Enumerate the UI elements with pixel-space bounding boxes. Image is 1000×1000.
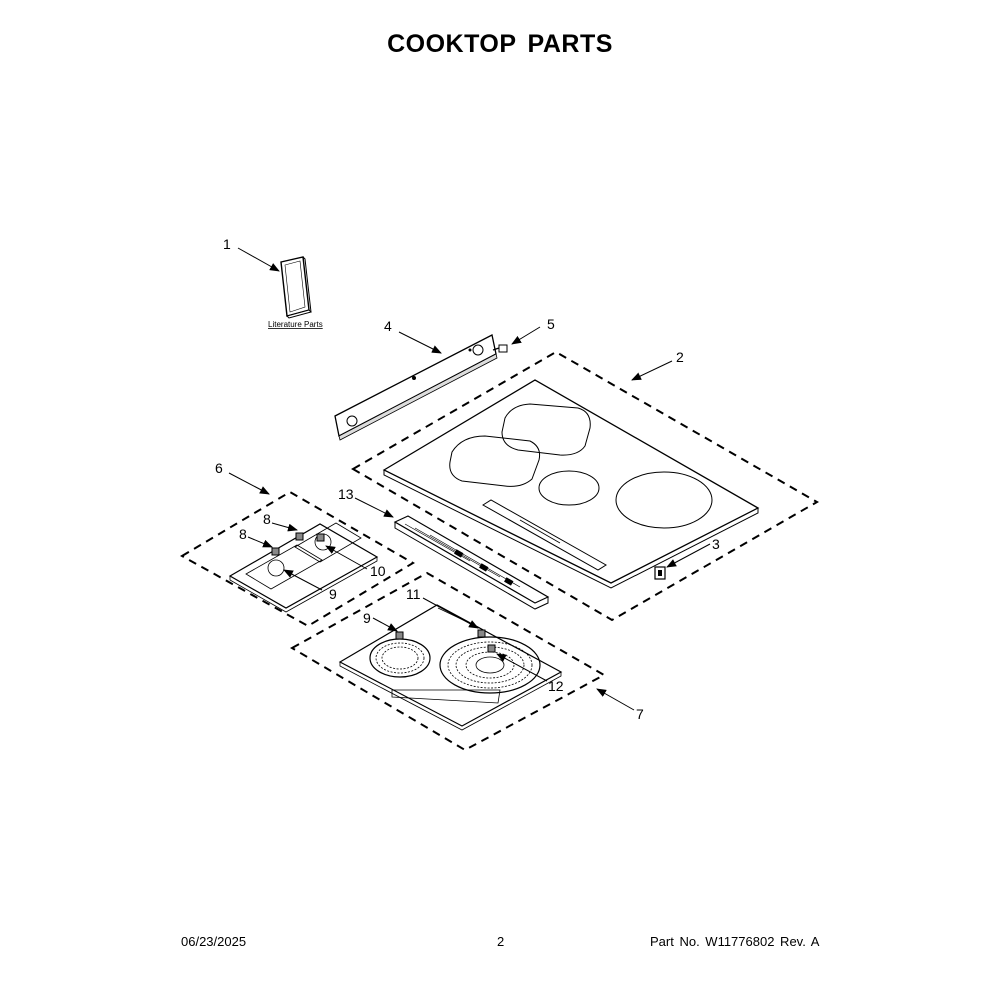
callout-13: 13 (338, 486, 354, 502)
small-element-assembly-outline (179, 490, 415, 628)
footer-date: 06/23/2025 (181, 934, 247, 949)
callout-8-lower: 8 (239, 526, 247, 542)
callout-11: 11 (406, 586, 421, 602)
page-title: COOKTOP PARTS (387, 30, 613, 58)
callout-4: 4 (384, 318, 392, 334)
callout-6: 6 (215, 460, 223, 476)
large-element-assembly-outline (289, 571, 607, 752)
callout-12: 12 (548, 678, 564, 694)
callout-3: 3 (712, 536, 720, 552)
element-sensors[interactable] (395, 629, 496, 653)
callout-9-upper: 9 (329, 586, 337, 602)
sensor[interactable] (271, 532, 325, 556)
callout-2: 2 (676, 349, 684, 365)
literature-booklet[interactable] (280, 256, 312, 319)
mounting-bracket[interactable] (334, 334, 498, 441)
callout-10: 10 (370, 563, 386, 579)
screw[interactable] (492, 344, 508, 353)
callout-7: 7 (636, 706, 644, 722)
literature-parts-label: Literature Parts (268, 320, 323, 329)
glass-cooktop[interactable] (382, 379, 760, 589)
callout-5: 5 (547, 316, 555, 332)
clip[interactable] (654, 566, 666, 580)
callout-1: 1 (223, 236, 231, 252)
control-board[interactable] (393, 515, 550, 610)
callout-9-lower: 9 (363, 610, 371, 626)
glass-cooktop-assembly-outline (351, 350, 820, 622)
callout-8-upper: 8 (263, 511, 271, 527)
large-element-plate[interactable] (338, 604, 563, 731)
footer-page-number: 2 (497, 934, 505, 949)
footer-part-number: Part No. W11776802 Rev. A (650, 934, 820, 949)
leader-arrows (228, 247, 711, 711)
